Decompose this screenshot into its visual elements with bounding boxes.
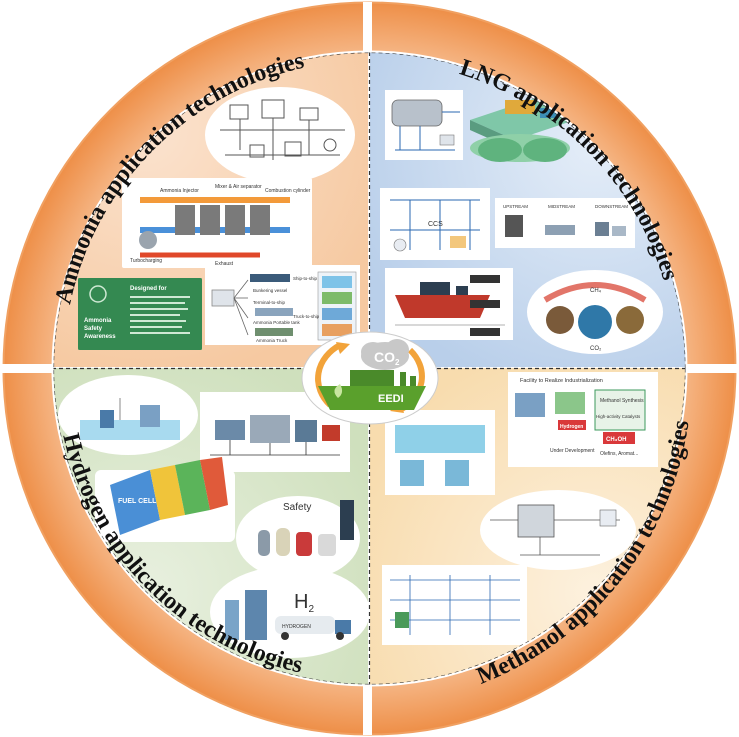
combustion-label: Combustion cylinder bbox=[265, 188, 311, 194]
ring-separator-right bbox=[685, 364, 737, 373]
ammonia-bunkering-diagram: Bunkering vessel Ship-to-ship Terminal-t… bbox=[205, 265, 360, 345]
ammonia-injector-label: Ammonia Injector bbox=[160, 188, 199, 194]
ammonia-schematic-ellipse bbox=[205, 87, 355, 183]
bunkering-vessel-label: Bunkering vessel bbox=[253, 288, 287, 293]
hydrogen-safety: Safety bbox=[236, 496, 360, 580]
ring-separator-top bbox=[363, 2, 372, 54]
under-dev-label: Under Development bbox=[550, 448, 595, 454]
methanol-hydrogen-label: Hydrogen bbox=[560, 424, 583, 430]
methanol-facility: Facility to Realize Industrialization Me… bbox=[508, 372, 658, 467]
methanol-engine-diagram bbox=[480, 490, 636, 570]
card-awareness-text: Awareness bbox=[84, 334, 116, 340]
portable-tank-label: Ammonia Portable tank bbox=[253, 320, 301, 325]
card-ammonia-text: Ammonia bbox=[84, 318, 112, 324]
facility-banner: Facility to Realize Industrialization bbox=[520, 378, 603, 384]
lng-ship-diagram bbox=[385, 268, 513, 340]
ccs-label: CCS bbox=[428, 221, 443, 228]
ring-separator-left bbox=[2, 364, 54, 373]
hydrogen-truck-scene: H2 HYDROGEN bbox=[210, 566, 370, 658]
safety-label: Safety bbox=[283, 502, 311, 513]
methanol-water-tanks bbox=[385, 410, 495, 495]
lng-co2-label: CO₂ bbox=[590, 346, 602, 352]
methanol-synthesis-label: Methanol Synthesis bbox=[600, 398, 644, 404]
midstream-label: MIDSTREAM bbox=[548, 204, 575, 209]
lng-methane-globe: CH₄ CO₂ bbox=[527, 270, 663, 354]
lng-tank-diagram bbox=[385, 90, 463, 160]
eedi-label: EEDI bbox=[378, 393, 404, 405]
ch4-label: CH₄ bbox=[590, 288, 602, 294]
olefins-label: Olefins, Aromat... bbox=[600, 451, 638, 457]
hydrogen-truck-label: HYDROGEN bbox=[282, 624, 311, 630]
safety-person-icon bbox=[89, 285, 107, 303]
terminal-label: Terminal-to-ship bbox=[253, 300, 286, 305]
mixer-label: Mixer & Air separator bbox=[215, 184, 262, 190]
h2-label: H2 bbox=[294, 591, 314, 615]
ring-separator-bottom bbox=[363, 683, 372, 735]
ammonia-truck-label: Ammonia Truck bbox=[256, 338, 288, 343]
eedi-center-badge: CO2 EEDI bbox=[301, 331, 439, 425]
ship-to-ship-label: Ship-to-ship bbox=[293, 276, 318, 281]
green-ship-icon: EEDI bbox=[318, 370, 426, 410]
fuel-cell-label: FUEL CELL bbox=[118, 498, 157, 505]
catalyst-label: High-activity Catalysts bbox=[596, 414, 641, 419]
exhaust-label: Exhaust bbox=[215, 261, 234, 267]
downstream-label: DOWNSTREAM bbox=[595, 204, 628, 209]
ammonia-engine-diagram: Ammonia Injector Mixer & Air separator C… bbox=[122, 178, 312, 268]
lng-supply-chain: UPSTREAM MIDSTREAM DOWNSTREAM bbox=[495, 198, 635, 248]
truck-to-ship-label: Truck-to-ship bbox=[293, 314, 320, 319]
turbocharging-label: Turbocharging bbox=[130, 258, 162, 264]
card-designed-text: Designed for bbox=[130, 286, 167, 292]
methanol-pipeline-diagram bbox=[382, 565, 527, 645]
hydrogen-landscape-ellipse bbox=[58, 375, 198, 455]
ammonia-safety-card: Ammonia Safety Awareness Designed for bbox=[78, 278, 202, 350]
lng-ccs-diagram: CCS bbox=[380, 188, 490, 260]
co2-cloud-icon: CO2 bbox=[361, 339, 409, 370]
fuel-cell-stack: FUEL CELL bbox=[95, 457, 235, 542]
leaf-icon bbox=[334, 384, 343, 398]
upstream-label: UPSTREAM bbox=[503, 204, 528, 209]
svg-text:CO2: CO2 bbox=[374, 349, 400, 367]
ch3oh-label: CH₃OH bbox=[606, 437, 626, 443]
card-safety-text: Safety bbox=[84, 326, 103, 332]
